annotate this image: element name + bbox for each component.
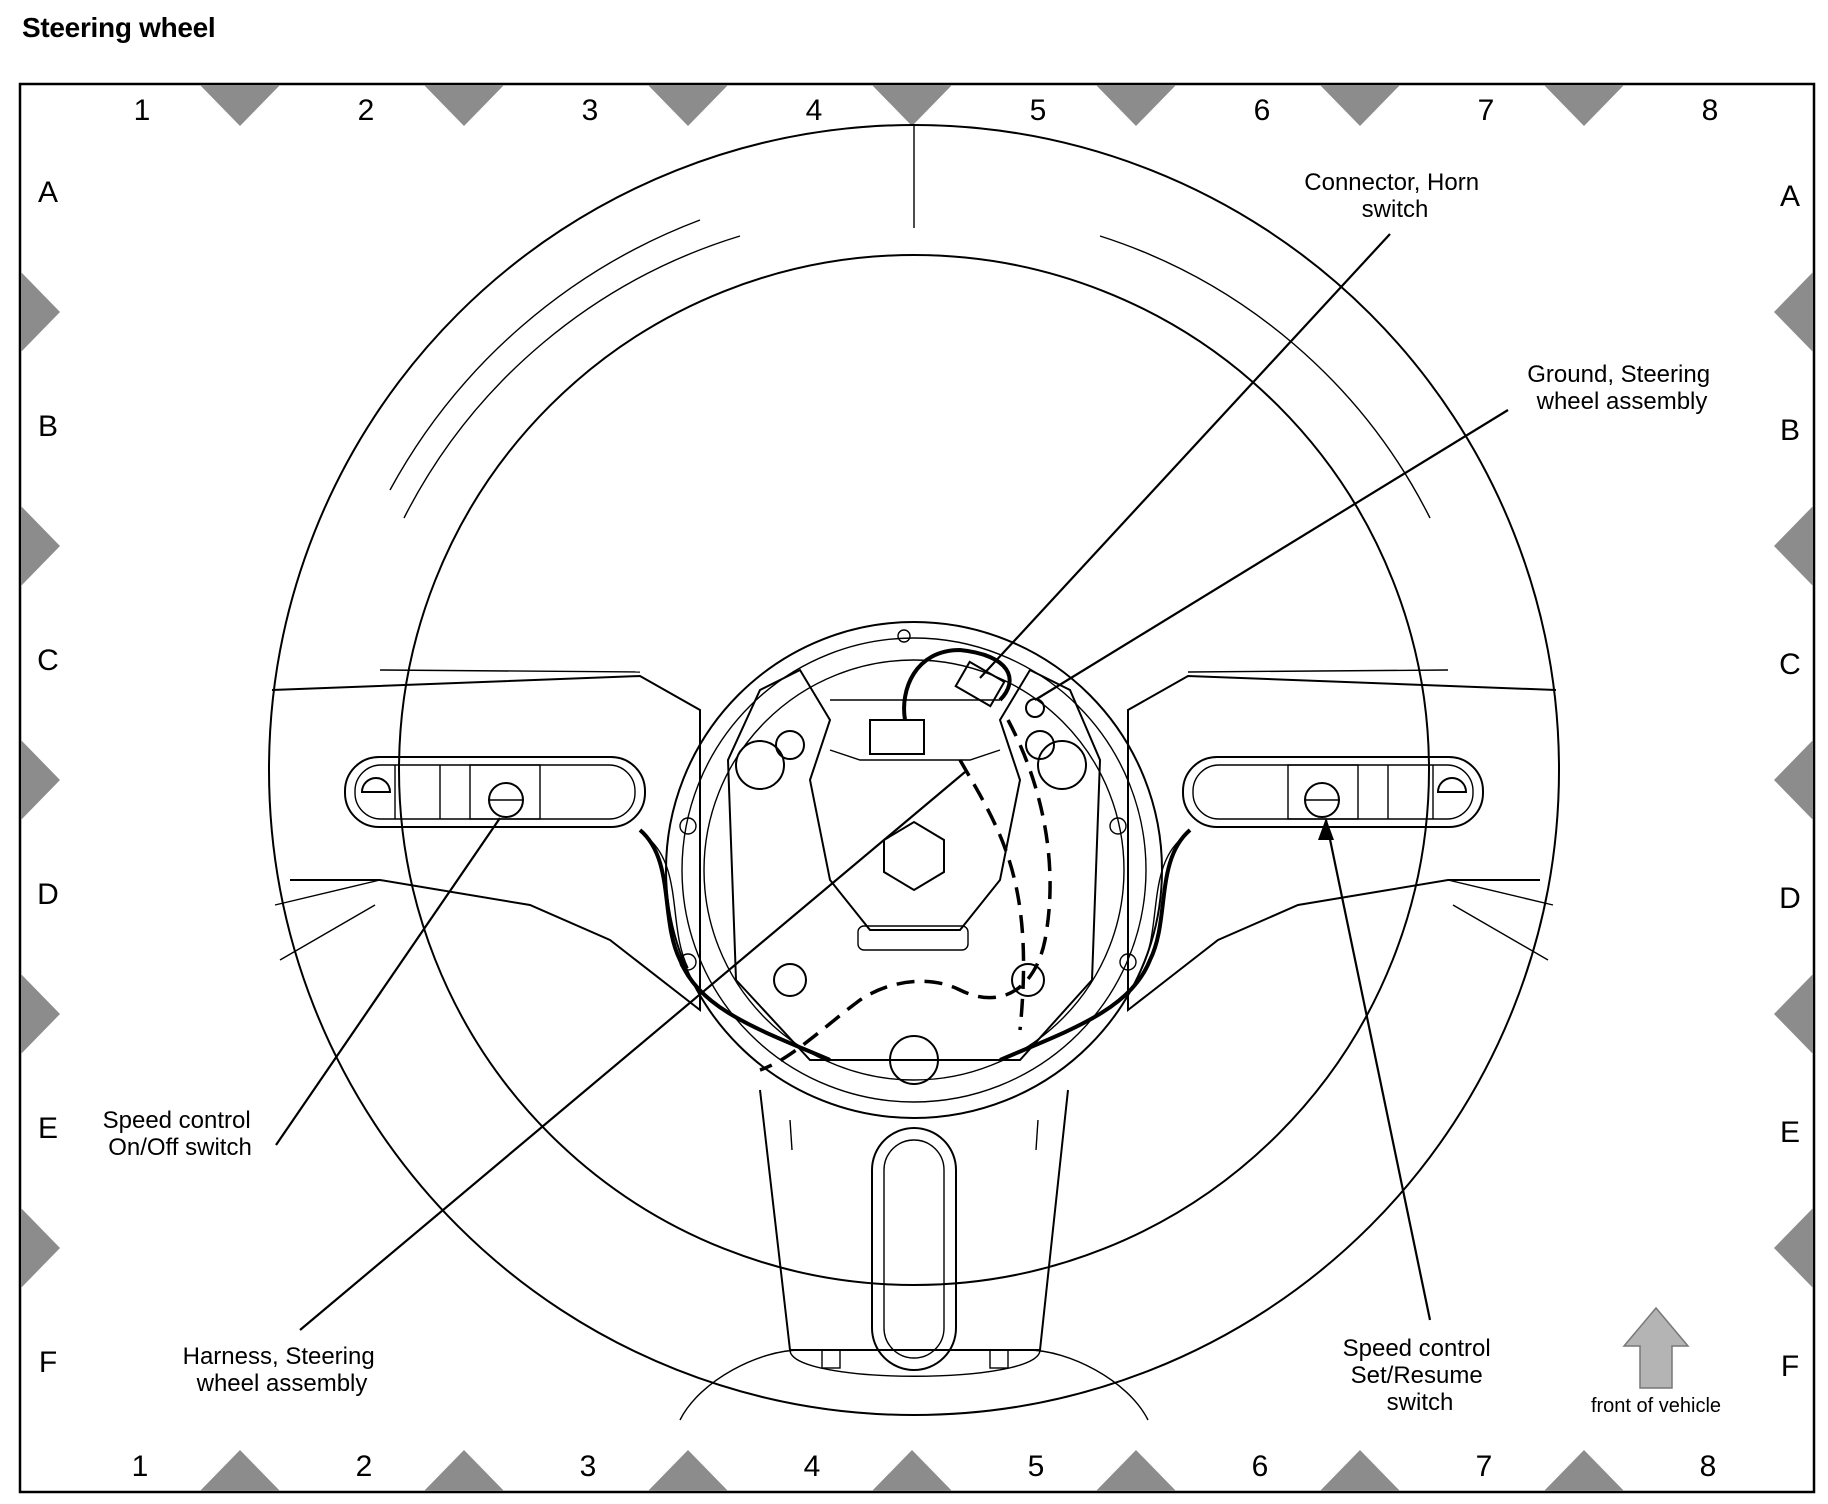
row-label: F [1781, 1350, 1799, 1383]
front-of-vehicle-arrow-icon [1622, 1306, 1690, 1389]
callout-harness: Harness, Steering wheel assembly [183, 1343, 382, 1397]
col-label: 7 [1476, 1450, 1493, 1483]
col-label: 7 [1478, 94, 1495, 127]
row-label: D [1779, 882, 1801, 915]
row-labels-right: A B C D E F [1779, 180, 1801, 1383]
row-label: E [38, 1112, 58, 1145]
steering-wheel [268, 124, 1560, 1421]
col-label: 8 [1700, 1450, 1717, 1483]
diagram-frame [18, 82, 1816, 1494]
col-label: 4 [806, 94, 823, 127]
row-labels-left: A B C D E F [37, 176, 59, 1379]
leader-speed-on-off [275, 817, 501, 1146]
col-label: 1 [132, 1450, 149, 1483]
row-label: C [37, 644, 59, 677]
arrowhead [1318, 818, 1334, 840]
col-label: 2 [358, 94, 375, 127]
left-notches [21, 272, 60, 1288]
row-label: C [1779, 648, 1801, 681]
row-label: B [1780, 414, 1800, 447]
front-of-vehicle-label: front of vehicle [1591, 1395, 1721, 1417]
callout-ground: Ground, Steering wheel assembly [1527, 361, 1716, 415]
row-label: A [38, 176, 58, 209]
bottom-notches [200, 1450, 1624, 1491]
leader-ground [1034, 409, 1509, 701]
row-label: D [37, 878, 59, 911]
col-label: 2 [356, 1450, 373, 1483]
row-label: F [39, 1346, 57, 1379]
row-label: E [1780, 1116, 1800, 1149]
callout-leaders [275, 233, 1509, 1331]
column-labels-top: 1 2 3 4 5 6 7 8 [134, 94, 1719, 127]
col-label: 1 [134, 94, 151, 127]
col-label: 4 [804, 1450, 821, 1483]
col-label: 3 [582, 94, 599, 127]
top-notches [200, 85, 1624, 126]
callout-speed-set-resume: Speed control Set/Resume switch [1343, 1335, 1498, 1416]
col-label: 8 [1702, 94, 1719, 127]
diagram-title: Steering wheel [22, 12, 216, 43]
col-label: 6 [1252, 1450, 1269, 1483]
leader-speed-set-resume [1324, 819, 1432, 1321]
callout-connector-horn: Connector, Horn switch [1304, 169, 1485, 223]
column-labels-bottom: 1 2 3 4 5 6 7 8 [132, 1450, 1717, 1483]
row-label: A [1780, 180, 1800, 213]
col-label: 5 [1028, 1450, 1045, 1483]
right-notches [1774, 272, 1813, 1288]
callout-speed-on-off: Speed control On/Off switch [103, 1107, 258, 1161]
leader-harness [299, 771, 966, 1331]
col-label: 6 [1254, 94, 1271, 127]
leader-connector-horn [979, 233, 1391, 679]
col-label: 3 [580, 1450, 597, 1483]
col-label: 5 [1030, 94, 1047, 127]
row-label: B [38, 410, 58, 443]
